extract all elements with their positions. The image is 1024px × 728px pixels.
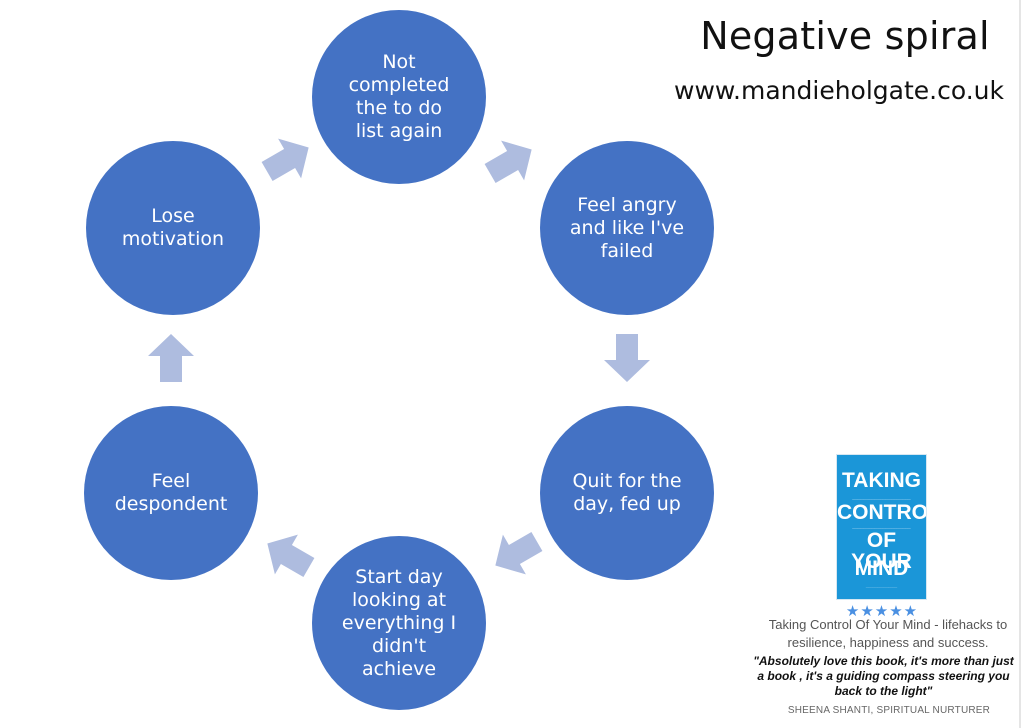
cycle-node-lose-motivation: Lose motivation bbox=[86, 141, 260, 315]
page-title: Negative spiral bbox=[700, 14, 990, 58]
book-cover-fine-print: ______________ bbox=[865, 583, 898, 588]
cycle-node-label: Quit for the day, fed up bbox=[572, 470, 682, 515]
block-arrow-icon bbox=[148, 334, 194, 382]
cycle-node-label: Feel angry and like I've failed bbox=[569, 193, 685, 262]
block-arrow-icon bbox=[267, 534, 315, 578]
book-cover: TAKING _____________________ CONTROL ___… bbox=[836, 454, 927, 600]
website-url: www.mandieholgate.co.uk bbox=[674, 76, 1004, 105]
book-cover-title-line-2: CONTROL bbox=[837, 501, 927, 524]
cycle-node-feel-despondent: Feel despondent bbox=[84, 406, 258, 580]
cycle-node-quit-for-day: Quit for the day, fed up bbox=[540, 406, 714, 580]
cycle-node-label: Not completed the to do list again bbox=[348, 51, 450, 142]
cycle-arrow-bottom-right bbox=[475, 511, 560, 596]
cycle-arrow-top-left bbox=[245, 118, 330, 203]
block-arrow-icon bbox=[495, 531, 543, 575]
book-cover-fine-print: _____________________ bbox=[852, 495, 911, 501]
star-rating-icon: ★★★★★ bbox=[845, 603, 919, 620]
cycle-arrow-bottom-left bbox=[247, 514, 332, 599]
block-arrow-icon bbox=[261, 138, 309, 182]
cycle-node-start-day: Start day looking at everything I didn't… bbox=[312, 536, 486, 710]
cycle-arrow-top-right bbox=[468, 120, 553, 205]
cycle-node-not-completed: Not completed the to do list again bbox=[312, 10, 486, 184]
cycle-arrow-right-down bbox=[596, 326, 658, 388]
book-caption: Taking Control Of Your Mind - lifehacks … bbox=[768, 617, 1008, 650]
book-cover-fine-print: _____________________ bbox=[852, 524, 911, 530]
cycle-node-label: Lose motivation bbox=[121, 205, 225, 250]
cycle-node-label: Feel despondent bbox=[114, 470, 228, 515]
book-cover-title-line-4: MIND bbox=[854, 557, 909, 580]
block-arrow-icon bbox=[484, 140, 532, 184]
cycle-arrow-left-up bbox=[140, 328, 202, 390]
cycle-node-feel-angry: Feel angry and like I've failed bbox=[540, 141, 714, 315]
cycle-node-label: Start day looking at everything I didn't… bbox=[341, 565, 457, 680]
testimonial-signature: SHEENA SHANTI, SPIRITUAL NURTURER bbox=[787, 705, 991, 716]
block-arrow-icon bbox=[604, 334, 650, 382]
right-divider bbox=[1019, 0, 1021, 728]
book-cover-title-line-1: TAKING bbox=[842, 469, 921, 492]
testimonial-quote: "Absolutely love this book, it's more th… bbox=[753, 654, 1014, 698]
book-cover-title-line-3: OF YOUR bbox=[851, 529, 912, 573]
